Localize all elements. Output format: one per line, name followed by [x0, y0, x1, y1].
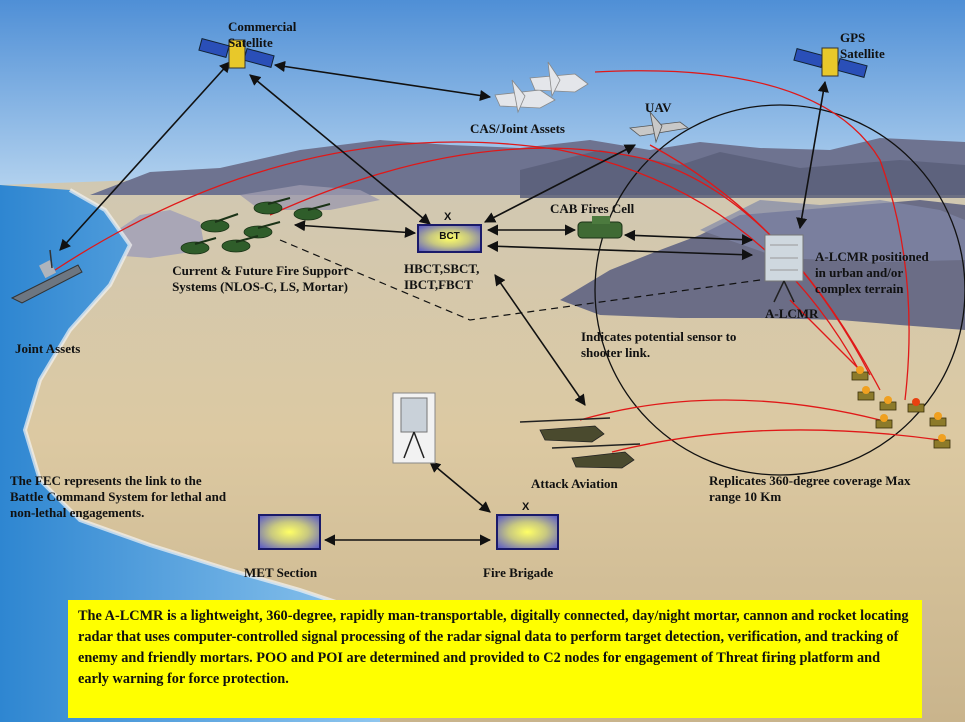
jet-aircraft-icon [494, 61, 589, 114]
fire-brigade-echelon-mark: X [522, 501, 530, 513]
alcmr-positioned-label: A-LCMR positioned in urban and/or comple… [815, 249, 929, 296]
radar-icon-field [764, 234, 804, 303]
fire-brigade-node[interactable] [496, 514, 559, 550]
potential-link-dashed [279, 239, 761, 321]
commercial-satellite-label: Commercial Satellite [228, 19, 297, 50]
alcmr-label: A-LCMR [765, 306, 819, 321]
gps-satellite-label: GPS Satellite [840, 30, 885, 61]
uav-label: UAV [645, 100, 672, 115]
bct-node[interactable]: BCT [417, 224, 482, 253]
radar-icon-photo [392, 392, 436, 464]
gps-satellite-icon [793, 47, 868, 79]
description-box: The A-LCMR is a lightweight, 360-degree,… [68, 600, 922, 718]
bct-echelon-mark: X [444, 211, 452, 223]
cab-vehicle-icon [577, 216, 623, 239]
cas-joint-assets-label: CAS/Joint Assets [470, 121, 565, 136]
coverage-label: Replicates 360-degree coverage Max range… [709, 473, 911, 504]
uav-icon [629, 110, 689, 144]
joint-assets-label: Joint Assets [15, 341, 81, 356]
fire-brigade-label: Fire Brigade [483, 565, 554, 580]
sensor-link-label: Indicates potential sensor to shooter li… [581, 329, 737, 360]
ship-icon [10, 249, 83, 304]
bct-label: BCT [439, 231, 460, 242]
attack-helicopter-icon [519, 417, 641, 469]
fire-support-label: Current & Future Fire Support Systems (N… [172, 263, 348, 294]
coverage-circle [594, 104, 965, 476]
enemy-positions-icon [851, 366, 951, 449]
link-arrows [59, 60, 829, 546]
artillery-vehicles-icon [180, 197, 331, 255]
cab-fires-cell-label: CAB Fires Cell [550, 201, 635, 216]
commercial-satellite-icon [198, 37, 275, 69]
bct-types-label: HBCT,SBCT, IBCT,FBCT [404, 261, 480, 292]
met-section-node[interactable] [258, 514, 321, 550]
description-text: The A-LCMR is a lightweight, 360-degree,… [78, 608, 909, 687]
attack-aviation-label: Attack Aviation [531, 476, 618, 491]
met-section-label: MET Section [244, 565, 318, 580]
fec-note-label: The FEC represents the link to the Battl… [10, 473, 227, 520]
